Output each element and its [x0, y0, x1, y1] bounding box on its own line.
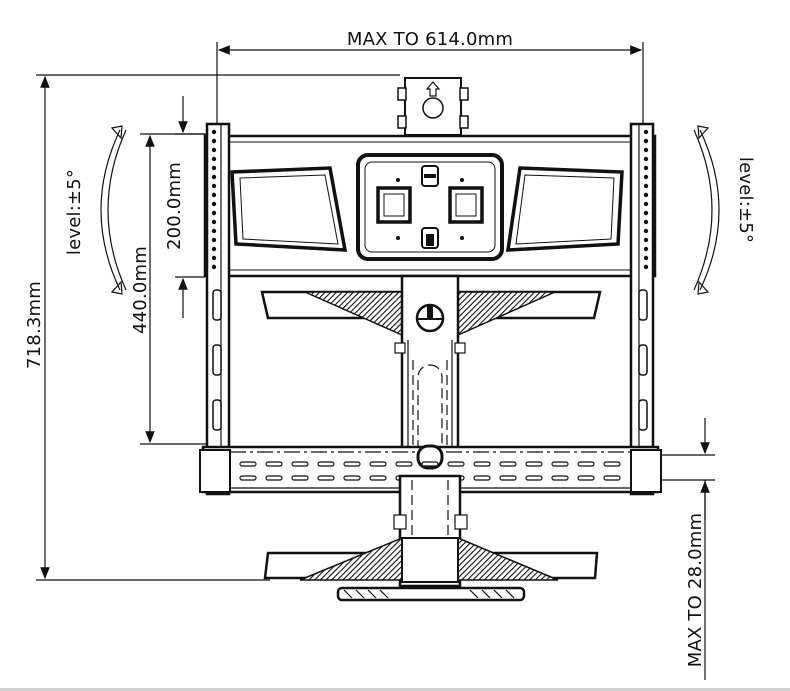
crossbar-slot [265, 475, 283, 481]
mounting-hole [643, 210, 649, 216]
mounting-hole [211, 237, 217, 243]
mounting-hole [643, 201, 649, 207]
level-right: level:±5° [693, 125, 756, 295]
crossbar-slot [239, 461, 257, 467]
mounting-hole [211, 156, 217, 162]
crossbar-slots [239, 461, 621, 481]
crossbar-slot [369, 461, 387, 467]
mounting-hole [211, 147, 217, 153]
mounting-hole [643, 165, 649, 171]
crossbar-slot [343, 461, 361, 467]
crossbar-slot [499, 475, 517, 481]
mounting-hole [643, 192, 649, 198]
crossbar-slot [317, 461, 335, 467]
crossbar-slot [395, 461, 413, 467]
base-shelf [263, 536, 599, 602]
central-mount-plate [356, 153, 504, 261]
mounting-hole [643, 228, 649, 234]
crossbar-slot [369, 475, 387, 481]
mounting-hole [211, 246, 217, 252]
mounting-hole [211, 174, 217, 180]
depth-dimension: MAX TO 28.0mm [660, 418, 715, 680]
mounting-hole [643, 264, 649, 270]
mounting-hole [211, 129, 217, 135]
vesa-inner-dimension-label: 200.0mm [164, 162, 185, 250]
crossbar-slot [525, 461, 543, 467]
crossbar-slot [473, 461, 491, 467]
crossbar-slot [317, 475, 335, 481]
footer-divider [0, 688, 790, 691]
mounting-hole [211, 228, 217, 234]
mounting-hole [643, 129, 649, 135]
top-bracket: HP [397, 77, 469, 145]
mounting-hole [643, 219, 649, 225]
mounting-hole [643, 255, 649, 261]
crossbar-slot [551, 475, 569, 481]
vesa-outer-dimension-label: 440.0mm [130, 246, 151, 334]
crossbar-slot [577, 475, 595, 481]
mounting-hole [211, 192, 217, 198]
rail-slots [212, 289, 648, 431]
vesa-inner-dimension: 200.0mm [164, 96, 205, 318]
crossbar-slot [291, 475, 309, 481]
mounting-hole [211, 183, 217, 189]
mounting-hole [643, 246, 649, 252]
mounting-hole [211, 264, 217, 270]
level-left: level:±5° [64, 125, 127, 295]
left-rail-holes [211, 129, 217, 270]
crossbar-slot [265, 461, 283, 467]
right-rail-holes [643, 129, 649, 270]
crossbar-slot [603, 461, 621, 467]
mounting-hole [211, 219, 217, 225]
crossbar-slot [525, 475, 543, 481]
width-dimension: MAX TO 614.0mm [216, 29, 644, 125]
mounting-hole [643, 237, 649, 243]
left-side-plate [230, 166, 348, 252]
crossbar-slot [343, 475, 361, 481]
right-side-plate [505, 166, 624, 252]
crossbar-slot [291, 461, 309, 467]
mounting-hole [643, 156, 649, 162]
crossbar-slot [473, 475, 491, 481]
crossbar-slot [239, 475, 257, 481]
height-dimension-label: 718.3mm [24, 281, 45, 369]
mounting-hole [643, 147, 649, 153]
crossbar-slot [447, 461, 465, 467]
mounting-hole [643, 183, 649, 189]
upper-shelf [260, 290, 602, 337]
crossbar-slot [603, 475, 621, 481]
depth-dimension-label: MAX TO 28.0mm [685, 513, 706, 668]
height-dimension: 718.3mm [24, 74, 400, 581]
crossbar-slot [551, 461, 569, 467]
width-dimension-label: MAX TO 614.0mm [347, 29, 513, 50]
crossbar-slot [577, 461, 595, 467]
mounting-hole [211, 165, 217, 171]
mounting-hole [211, 201, 217, 207]
mounting-hole [643, 138, 649, 144]
mounting-hole [211, 255, 217, 261]
mounting-hole [211, 138, 217, 144]
crossbar-slot [499, 461, 517, 467]
level-left-label: level:±5° [64, 169, 85, 255]
mounting-hole [211, 210, 217, 216]
crossbar-slot [421, 461, 439, 467]
mounting-hole [643, 174, 649, 180]
level-right-label: level:±5° [735, 157, 756, 243]
